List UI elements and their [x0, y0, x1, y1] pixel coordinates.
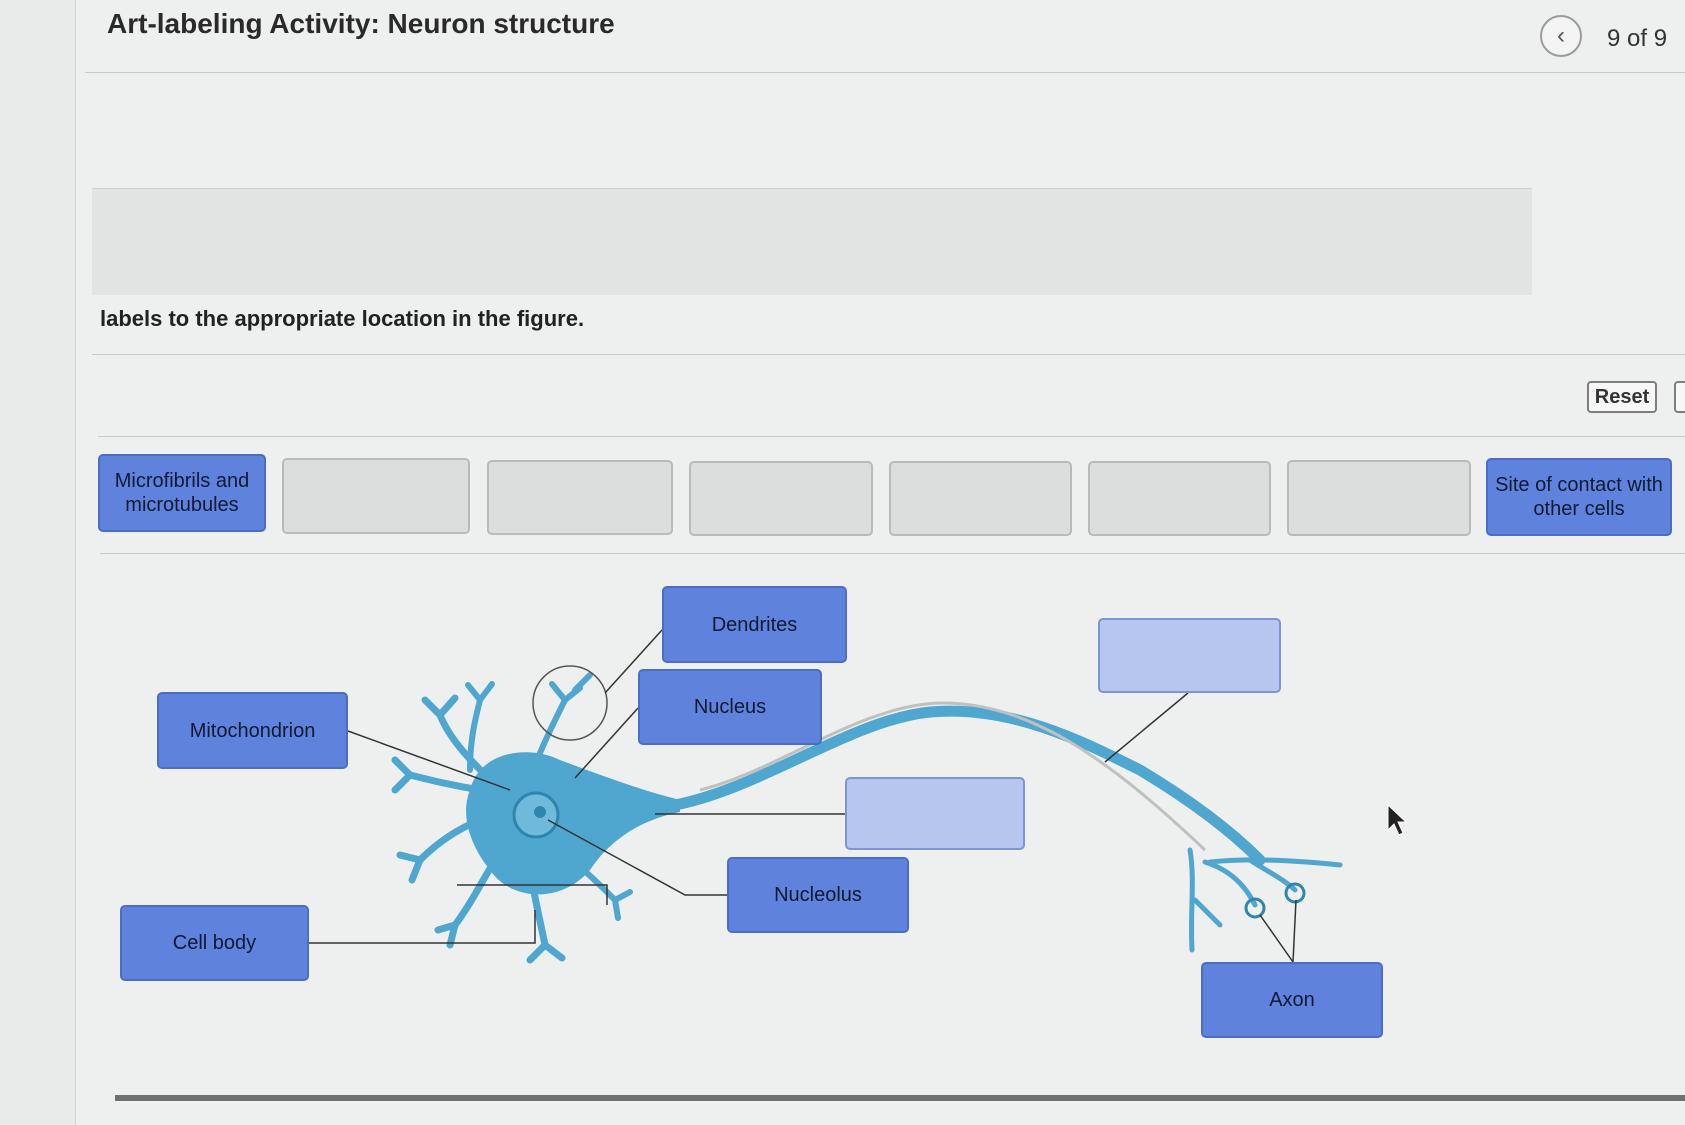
footer-bar — [115, 1095, 1685, 1101]
reset-button[interactable]: Reset — [1587, 381, 1657, 413]
leader-line-axon — [1292, 899, 1297, 963]
bank-empty-slot — [282, 458, 470, 534]
bank-empty-slot — [689, 461, 873, 536]
leader-line-cell-body-bracket — [457, 884, 608, 905]
axon-terminal-branch — [1247, 857, 1298, 893]
activity-page — [75, 0, 1685, 1125]
instructions-text: labels to the appropriate location in th… — [100, 306, 585, 331]
label-axon[interactable]: Axon — [1201, 962, 1383, 1038]
leader-line-dendrites — [604, 629, 663, 694]
bank-label-site-of-contact[interactable]: Site of contact with other cells — [1486, 458, 1672, 536]
toolbar-divider — [98, 436, 1685, 437]
dendrite-zoom-circle — [532, 665, 608, 741]
question-banner — [92, 188, 1532, 295]
dendrite-branch — [396, 816, 484, 884]
myelin-sheath-outline — [699, 701, 1207, 852]
bank-label-microfibrils[interactable]: Microfibrils and microtubules — [98, 454, 266, 532]
dendrite-branch — [434, 856, 499, 949]
instructions-divider — [92, 354, 1685, 355]
synaptic-knob — [1244, 897, 1266, 919]
question-counter: 9 of 9 — [1607, 25, 1668, 52]
toolbar-next-button[interactable] — [1674, 381, 1685, 413]
bank-divider — [100, 553, 1685, 554]
label-mitochondrion[interactable]: Mitochondrion — [157, 692, 348, 769]
bank-empty-slot — [1088, 461, 1271, 536]
bank-empty-slot — [1287, 460, 1471, 536]
leader-line-mitochondrion — [347, 730, 511, 791]
nucleolus-shape — [534, 806, 546, 818]
cell-body-shape — [466, 752, 680, 895]
page-title: Art-labeling Activity: Neuron structure — [107, 8, 615, 39]
leader-line-axon — [1259, 914, 1294, 963]
axon-shape — [664, 705, 1266, 866]
leader-line-cell-body — [309, 910, 536, 944]
axon-terminal-branch — [1192, 897, 1223, 928]
axon-terminal-branch — [1187, 847, 1195, 953]
previous-question-button[interactable]: ‹ — [1540, 15, 1582, 57]
leader-line-nucleus — [574, 707, 639, 779]
leader-line-nucleolus — [547, 819, 727, 896]
axon-terminal-branch — [1207, 857, 1343, 868]
bank-empty-slot — [889, 461, 1072, 536]
header-divider — [85, 72, 1685, 73]
drop-target-axon-hillock[interactable] — [845, 777, 1025, 850]
label-dendrites[interactable]: Dendrites — [662, 586, 847, 663]
drop-target-axon-region[interactable] — [1098, 618, 1281, 693]
leader-line-unlabeled-target — [1104, 692, 1189, 763]
mouse-cursor-icon — [1387, 803, 1408, 836]
dendrite-branch — [465, 681, 495, 773]
label-nucleolus[interactable]: Nucleolus — [727, 857, 909, 933]
chevron-left-icon: ‹ — [1557, 22, 1565, 49]
synaptic-knob — [1284, 882, 1306, 904]
label-cell-body[interactable]: Cell body — [120, 905, 309, 981]
label-nucleus[interactable]: Nucleus — [638, 669, 822, 745]
dendrite-branch — [532, 672, 593, 768]
bank-empty-slot — [487, 460, 673, 535]
axon-terminal-branch — [1202, 859, 1258, 908]
